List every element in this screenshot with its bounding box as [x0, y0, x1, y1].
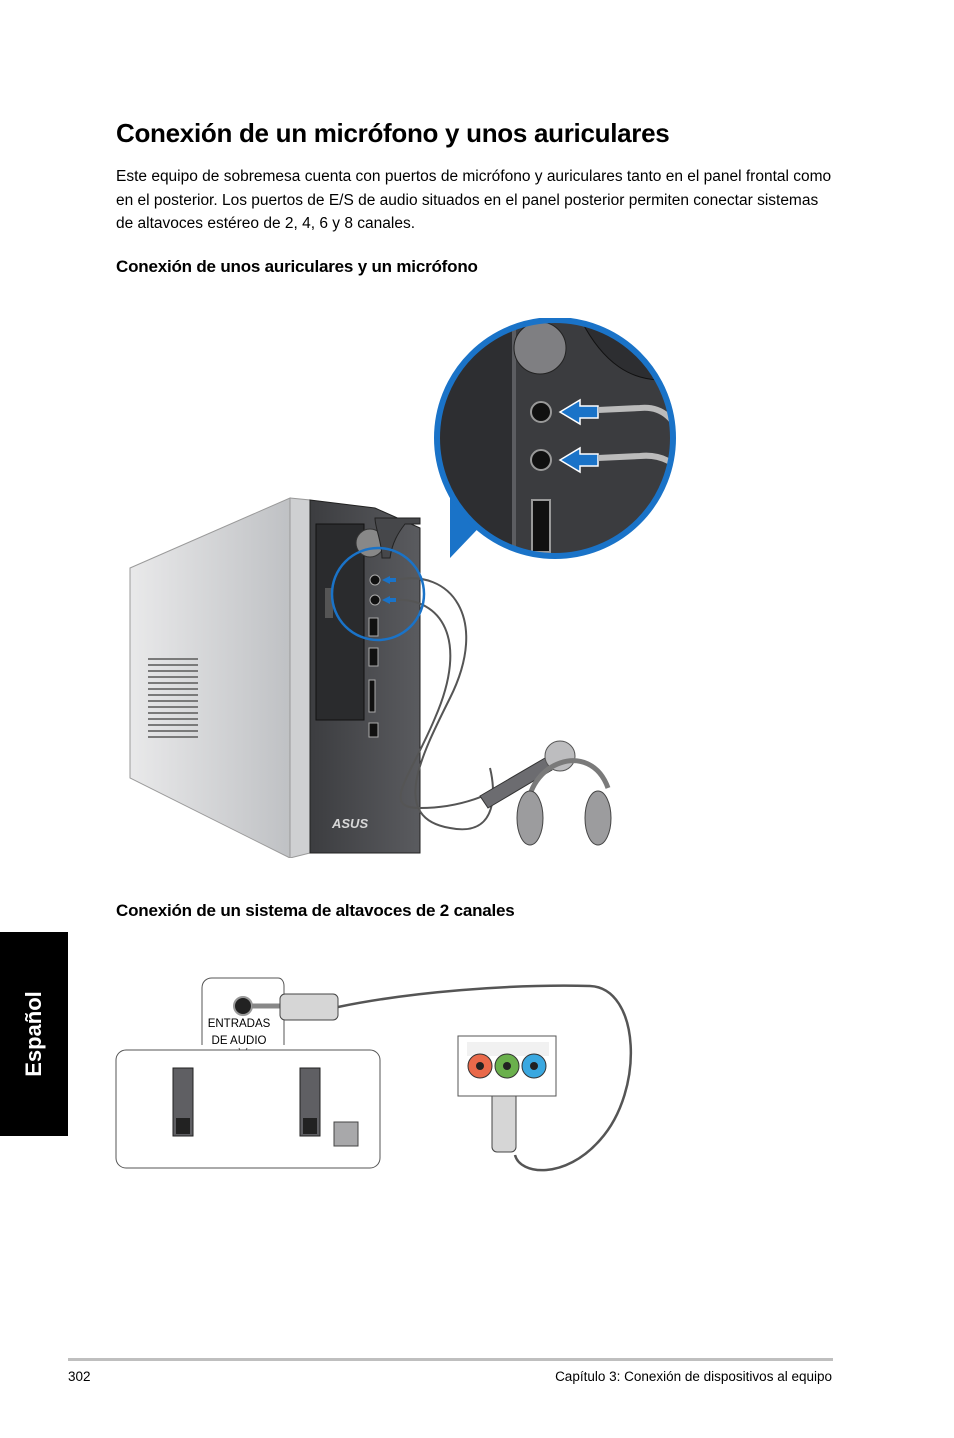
speaker-system-illustration: ENTRADAS DE AUDIO [110, 970, 640, 1190]
footer-divider [68, 1358, 833, 1361]
chapter-title: Capítulo 3: Conexión de dispositivos al … [555, 1369, 832, 1384]
audio-in-label-line1: ENTRADAS [208, 1018, 271, 1030]
section-heading-headphones-mic: Conexión de unos auriculares y un micróf… [116, 257, 478, 276]
section-heading-speakers: Conexión de un sistema de altavoces de 2… [116, 901, 515, 920]
intro-paragraph: Este equipo de sobremesa cuenta con puer… [116, 168, 832, 232]
audio-in-label-line2: DE AUDIO [212, 1035, 267, 1047]
microphone [479, 740, 576, 809]
asus-logo: ASUS [331, 816, 368, 831]
zoom-indicator [330, 546, 426, 642]
subwoofer [333, 1121, 359, 1147]
headphones [516, 758, 612, 846]
language-side-tab: Español [0, 932, 68, 1136]
pc-tower: ASUS [129, 497, 421, 859]
speaker-right [299, 1067, 321, 1137]
page-number: 302 [68, 1369, 91, 1384]
page-title: Conexión de un micrófono y unos auricula… [116, 118, 670, 148]
language-label: Español [21, 991, 46, 1077]
speaker-left [172, 1067, 194, 1137]
zoom-callout [434, 317, 676, 559]
side-vent-grille [148, 658, 198, 738]
headphones-microphone-illustration: ASUS [120, 317, 680, 859]
